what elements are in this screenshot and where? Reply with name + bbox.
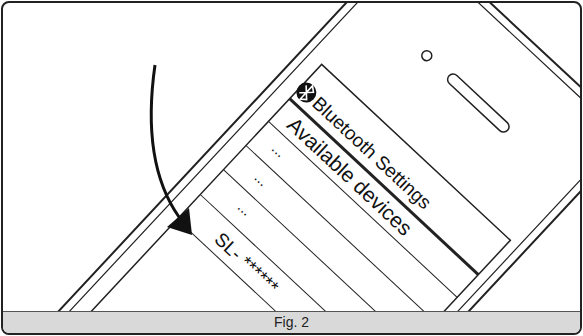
caption-band: Fig. 2 [3,311,580,333]
figure-caption: Fig. 2 [3,315,580,329]
pointer-arrow [3,3,580,333]
